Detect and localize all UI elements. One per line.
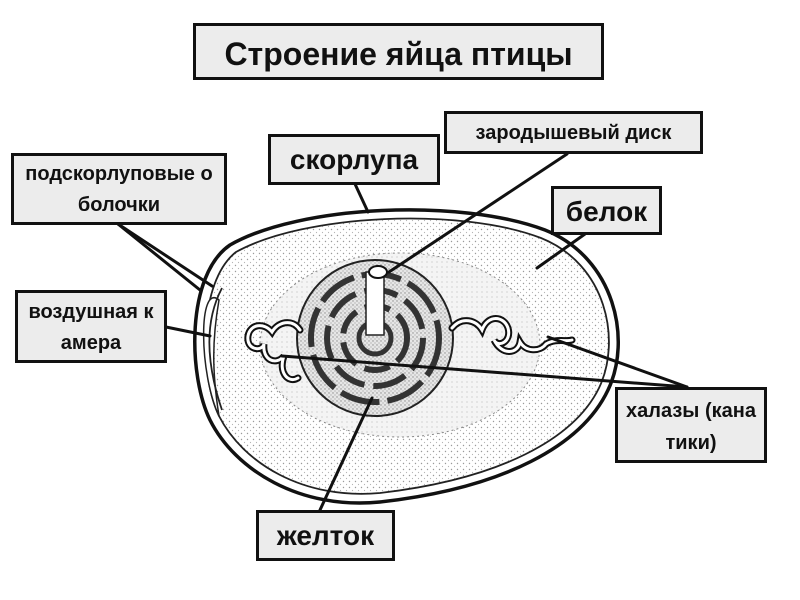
page-title-text: Строение яйца птицы	[224, 36, 573, 72]
label-yolk-text: желток	[276, 520, 375, 551]
germinal-disc-shape	[368, 265, 388, 279]
label-air-cell: воздушная камера	[15, 290, 167, 363]
label-shell-membranes: подскорлуповые оболочки	[11, 153, 227, 225]
yolk-body	[296, 259, 454, 417]
label-albumen: белок	[551, 186, 662, 235]
page-title: Строение яйца птицы	[193, 23, 604, 80]
label-chalazae: халазы (канатики)	[615, 387, 767, 463]
label-chalazae-text: халазы (канатики)	[626, 400, 756, 454]
label-air-cell-text: воздушная камера	[28, 301, 154, 354]
label-germinal-disc: зародышевый диск	[444, 111, 703, 154]
latebra	[365, 271, 385, 336]
label-yolk: желток	[256, 510, 395, 561]
label-shell: скорлупа	[268, 134, 440, 185]
leader-lines	[116, 152, 689, 512]
label-shell-membranes-text: подскорлуповые оболочки	[25, 163, 213, 216]
label-germinal-disc-text: зародышевый диск	[475, 122, 672, 144]
label-albumen-text: белок	[565, 196, 648, 227]
label-shell-text: скорлупа	[289, 144, 419, 175]
